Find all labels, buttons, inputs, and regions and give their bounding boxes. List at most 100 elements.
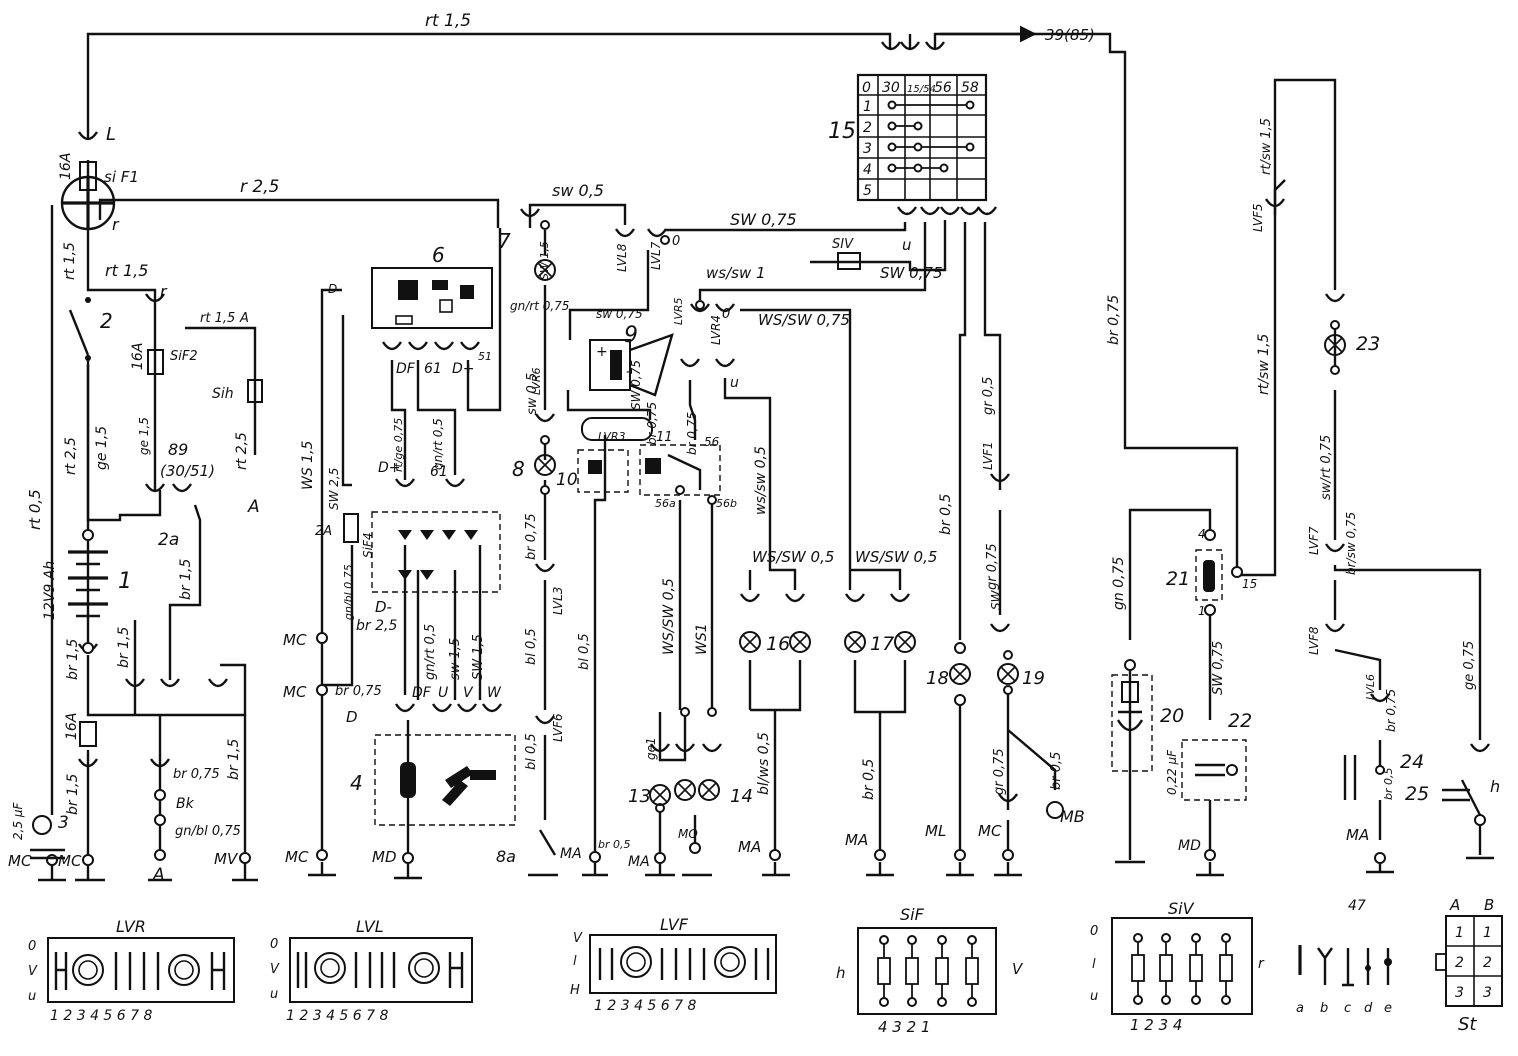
terminal-label: h <box>1490 777 1500 796</box>
wire-label: br 0,75 <box>173 767 220 782</box>
terminal-label: D+ <box>378 460 401 476</box>
component-number: 24 <box>1400 751 1424 773</box>
wire-label: br 0,75 <box>335 684 382 699</box>
component-number: 4 <box>350 771 363 795</box>
component-number: 18 <box>926 668 949 689</box>
wire-label: br 0,75 <box>645 402 659 445</box>
fuse-label: SiF4 <box>361 533 375 559</box>
svg-text:1 2 3 4 5 6 7 8: 1 2 3 4 5 6 7 8 <box>50 1008 153 1024</box>
svg-text:1 2 3 4 5 6 7 8: 1 2 3 4 5 6 7 8 <box>594 998 697 1014</box>
wire-label: gn/rt 0,5 <box>423 624 438 680</box>
wire-label: bl/ws 0,5 <box>756 732 772 795</box>
wire-label: gr 0,75 <box>992 748 1007 795</box>
legend-47: a b c d e <box>1296 945 1392 1016</box>
svg-text:h: h <box>836 964 846 982</box>
terminal-label: MD <box>372 848 397 866</box>
fuse-label: 2A <box>315 524 332 539</box>
svg-text:A: A <box>1449 896 1460 914</box>
terminal-label: - <box>626 364 631 380</box>
wire-label: sw 0,5 <box>525 373 540 415</box>
svg-text:0: 0 <box>1090 924 1098 939</box>
wire-label: WS/SW 0,5 <box>855 548 937 566</box>
component-number: 89 <box>168 440 188 459</box>
wire-label: SW 2,5 <box>327 468 341 510</box>
wire-label: br 1,5 <box>178 559 194 600</box>
svg-text:u: u <box>1090 989 1098 1004</box>
wire-label: gn/bl 0,75 <box>342 564 355 620</box>
component-number: 9 <box>624 323 638 348</box>
wire-label: SW 0,75 <box>629 360 643 410</box>
connector-label: LVR3 <box>598 430 626 443</box>
terminal-dots <box>46 220 1486 866</box>
connector-label: LVF5 <box>1251 203 1265 232</box>
terminal-label: u <box>902 236 912 254</box>
switch15-header: 58 <box>961 80 979 96</box>
terminal-label: 0 <box>672 234 680 249</box>
svg-text:V: V <box>573 931 583 946</box>
component-number: 25 <box>1405 783 1429 805</box>
component-number: 2 <box>100 309 113 333</box>
wire-network <box>50 25 1482 860</box>
wire-label: br/sw 0,75 <box>1344 512 1358 575</box>
terminal-label: MC <box>283 631 307 649</box>
svg-text:St: St <box>1458 1014 1477 1035</box>
component-number: 14 <box>730 786 753 807</box>
svg-text:1 2 3 4: 1 2 3 4 <box>1130 1016 1182 1034</box>
wire-label: sw 1,5 <box>448 638 463 680</box>
fuse-label: 16A <box>130 343 146 370</box>
terminal-label: A <box>239 311 249 326</box>
terminal-label: DF <box>396 361 416 377</box>
fuse-label: 16A <box>64 713 80 740</box>
legend-st: A B 1 1 2 2 3 3 St <box>1435 896 1503 1035</box>
wire-label: br 0,75 <box>1106 295 1122 345</box>
svg-text:a: a <box>1296 1001 1304 1016</box>
svg-text:d: d <box>1364 1001 1373 1016</box>
terminal-label: 0 <box>722 307 730 322</box>
terminal-label: MA <box>560 846 582 862</box>
terminal-label: DF <box>412 685 432 701</box>
terminal-label: MD <box>1178 838 1201 854</box>
wire-label: ge 1,5 <box>94 426 110 470</box>
wire-label: rt 1,5 <box>200 311 235 326</box>
wire-label: rt/sw 1,5 <box>1256 333 1272 395</box>
svg-text:u: u <box>270 987 278 1002</box>
terminal-label: r <box>160 282 168 301</box>
component-number: 21 <box>1166 568 1190 590</box>
legend-lvr: LVR 0 V u 1 2 3 4 5 6 7 8 <box>28 917 235 1024</box>
wire-label: gn/rt 0,75 <box>510 299 569 313</box>
terminal-label: 61 <box>424 361 442 377</box>
ground-symbols <box>38 856 1494 882</box>
terminal-label: MA <box>738 838 761 856</box>
svg-text:0: 0 <box>270 937 278 952</box>
wire-label: ge1 <box>644 737 658 760</box>
terminal-label: A <box>247 497 260 517</box>
wire-label: WS/SW 0,5 <box>661 578 677 655</box>
capacitor-label: 0,22 µF <box>1165 749 1179 795</box>
svg-text:SiF: SiF <box>900 905 925 924</box>
terminal-label: V <box>463 685 474 701</box>
wire-label: SW 0,75 <box>730 210 797 229</box>
battery-icon <box>68 550 108 618</box>
switch15-row: 2 <box>863 120 872 136</box>
component-number: 8 <box>512 457 525 481</box>
wire-label: sw/rt 0,75 <box>1319 435 1334 500</box>
connector-label: LVL7 <box>649 241 663 270</box>
legend-lvf: LVF V l H 1 2 3 4 5 6 7 8 <box>570 915 777 1014</box>
terminal-label: W <box>487 685 502 701</box>
capacitor-label: 2,5 µF <box>11 801 25 840</box>
terminal-label: u <box>730 375 739 391</box>
svg-text:LVF: LVF <box>660 915 689 934</box>
wire-label: ge 1,5 <box>137 417 151 455</box>
component-number: 3 <box>58 813 69 833</box>
connector-label: LVL8 <box>615 243 629 272</box>
wire-label: br 1,5 <box>116 627 132 668</box>
wire-label: WS/SW 0,75 <box>758 311 850 329</box>
switch15-header: 15/54 <box>907 84 936 95</box>
component-number: 15 <box>828 119 856 144</box>
wire-label: r 2,5 <box>240 177 279 197</box>
battery-label: 12V9 Ah <box>42 561 58 620</box>
wire-label: br 1,5 <box>226 739 242 780</box>
labels: rt 1,5 r 2,5 sw 0,5 SW 0,75 SW 0,75 rt 1… <box>8 11 1500 914</box>
terminal-label: Bk <box>176 796 195 812</box>
terminal-label: 4 <box>1198 527 1206 541</box>
